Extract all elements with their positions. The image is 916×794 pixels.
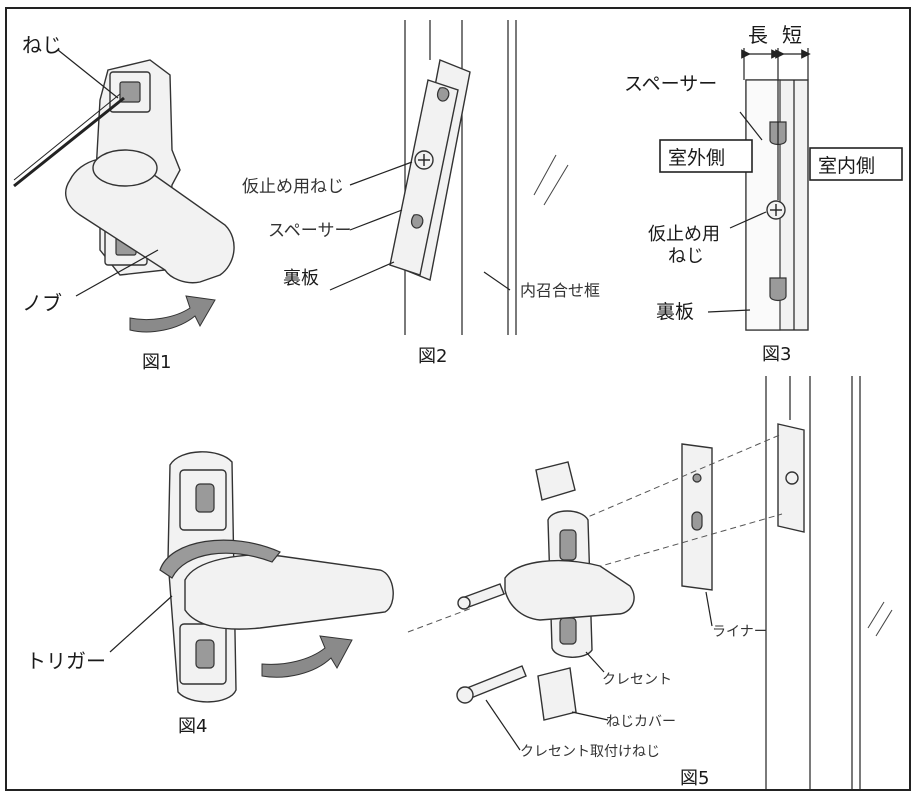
fig5-caption: 図5	[680, 768, 709, 789]
fig3-outdoor-label: 室外側	[668, 147, 725, 169]
fig2-lower-slot-drawing	[410, 214, 424, 229]
figure-2: 仮止め用ねじ スペーサー 裏板 内召合せ框 図2	[242, 20, 600, 367]
fig3-caption: 図3	[762, 344, 791, 365]
fig2-backplate-label: 裏板	[283, 268, 319, 289]
outer-border	[5, 7, 911, 791]
fig1-caption: 図1	[142, 352, 171, 373]
fig5-plate-screw-drawing	[785, 471, 799, 485]
fig4-caption: 図4	[178, 716, 207, 737]
fig5-liner-slot	[691, 511, 703, 531]
fig5-screw-cover-drawing	[537, 667, 577, 721]
figure-3: 長 短 スペーサー 室外側 室内側 仮止め用 ねじ 裏板 図3	[624, 23, 903, 365]
fig3-spacer-label: スペーサー	[624, 73, 717, 95]
fig3-backplate-label: 裏板	[656, 301, 694, 323]
fig4-upper-slot-drawing	[195, 483, 215, 513]
rotate-arrow-icon	[129, 295, 216, 333]
fig3-temp-screw-label-line1: 仮止め用	[648, 224, 720, 245]
figure-1: ねじ ノブ 図1	[13, 33, 235, 373]
fig4-trigger-drawing	[159, 539, 281, 579]
fig2-caption: 図2	[418, 346, 447, 367]
fig4-lever-drawing	[184, 554, 394, 630]
fig3-long-label: 長	[748, 23, 768, 47]
fig2-inner-frame-label: 内召合せ框	[520, 281, 600, 300]
screwdriver-drawing	[13, 96, 125, 188]
fig2-spacer-label: スペーサー	[268, 221, 351, 241]
figure-4: トリガー 図4	[26, 451, 394, 737]
knob-hub-drawing	[92, 149, 158, 187]
fig5-crescent-upper-slot	[559, 529, 577, 561]
fig3-short-label: 短	[782, 23, 802, 47]
fig5-lever-drawing	[504, 559, 635, 621]
fig1-knob-label: ノブ	[22, 291, 62, 315]
fig3-temp-screw-label-line2: ねじ	[668, 246, 704, 267]
figure-5: ライナー クレセント ねじカバー クレセント取付けねじ 図5	[407, 376, 893, 790]
outdoor-label-box	[659, 139, 753, 173]
fig3-lower-slot-drawing	[769, 277, 787, 302]
fig4-lower-slot-drawing	[195, 639, 215, 669]
fig1-screw-label: ねじ	[22, 33, 62, 57]
indoor-label-box	[809, 147, 903, 181]
fig5-liner-label: ライナー	[712, 624, 768, 640]
fig2-temp-screw-label: 仮止め用ねじ	[242, 177, 344, 197]
fig5-liner-hole-top	[692, 473, 702, 483]
fig5-screw-cover-label: ねじカバー	[606, 714, 676, 730]
fig3-indoor-label: 室内側	[818, 155, 875, 177]
fig5-crescent-lower-slot	[559, 617, 577, 645]
fig4-trigger-label: トリガー	[26, 649, 106, 673]
fig2-spacer-drawing	[389, 79, 459, 276]
fig4-rotate-arrow-icon	[261, 635, 353, 678]
upper-screw-hole-drawing	[119, 81, 141, 103]
fig5-crescent-screw-label: クレセント取付けねじ	[520, 744, 660, 760]
fig5-crescent-label: クレセント	[602, 672, 672, 688]
fig5-top-cover-drawing	[535, 461, 576, 501]
fig2-upper-slot-drawing	[436, 87, 450, 102]
